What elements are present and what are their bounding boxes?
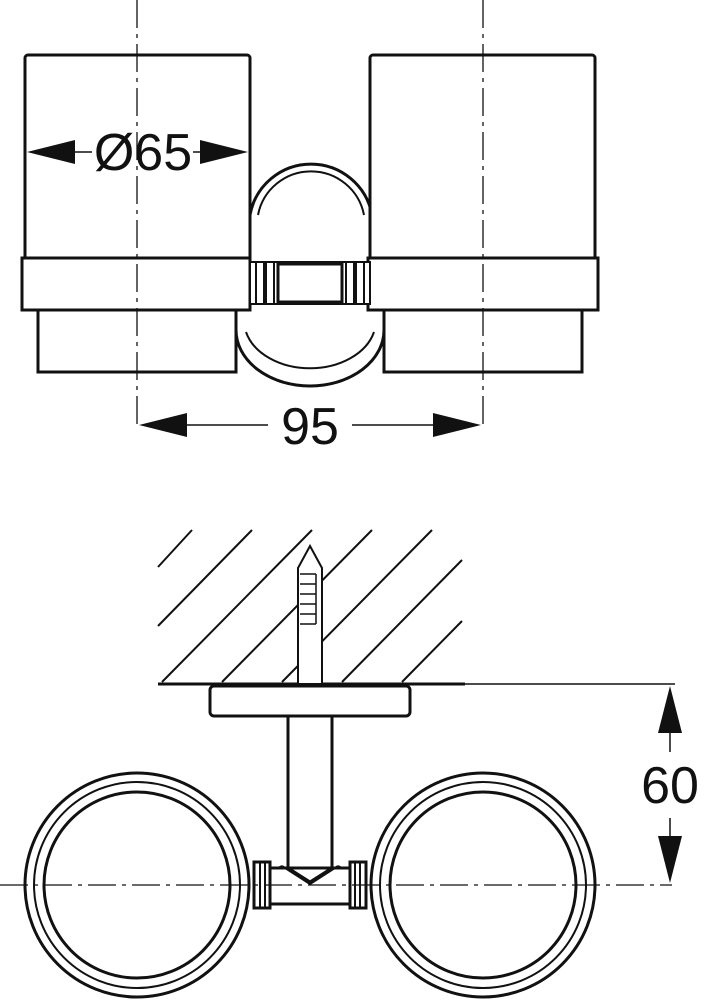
diameter-arrow-left <box>27 140 75 164</box>
projection-label: 60 <box>641 757 699 815</box>
projection-arrow-bottom <box>658 836 682 883</box>
spacing-dimension: 95 <box>139 398 481 456</box>
projection-dimension: 60 <box>465 683 699 883</box>
front-view: Ø65 95 <box>20 0 600 456</box>
left-cup <box>20 53 252 374</box>
diameter-arrow-right <box>200 140 248 164</box>
spacing-arrow-left <box>139 413 187 437</box>
mounting-plate <box>208 684 412 718</box>
spacing-arrow-right <box>433 413 481 437</box>
projection-arrow-top <box>658 686 682 733</box>
top-view: 60 <box>0 529 699 999</box>
wall-screw <box>297 543 323 685</box>
wall-rosette <box>234 162 386 388</box>
diameter-dimension: Ø65 <box>27 124 248 182</box>
connector-bar <box>249 261 371 305</box>
diameter-label: Ø65 <box>94 124 192 182</box>
support-arm <box>281 716 339 886</box>
spacing-label: 95 <box>281 398 339 456</box>
